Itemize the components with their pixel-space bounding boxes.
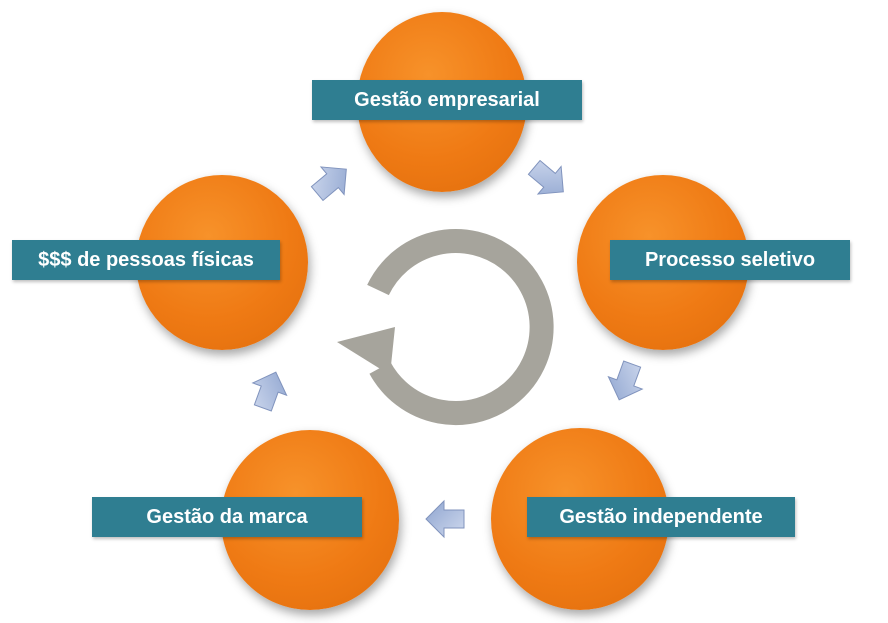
arrow-to-gestao-empresarial-icon xyxy=(305,154,359,208)
node-label-gestao-da-marca: Gestão da marca xyxy=(92,497,362,537)
node-label-processo-seletivo: Processo seletivo xyxy=(610,240,850,280)
arrow-to-processo-seletivo-icon xyxy=(522,153,576,207)
arrow-to-pessoas-fisicas-icon xyxy=(245,365,294,415)
node-label-pessoas-fisicas: $$$ de pessoas físicas xyxy=(12,240,280,280)
node-label-gestao-empresarial: Gestão empresarial xyxy=(312,80,582,120)
node-label-gestao-independente: Gestão independente xyxy=(527,497,795,537)
arrow-to-gestao-da-marca-icon xyxy=(425,500,465,538)
arrow-to-gestao-independente-icon xyxy=(601,357,650,407)
